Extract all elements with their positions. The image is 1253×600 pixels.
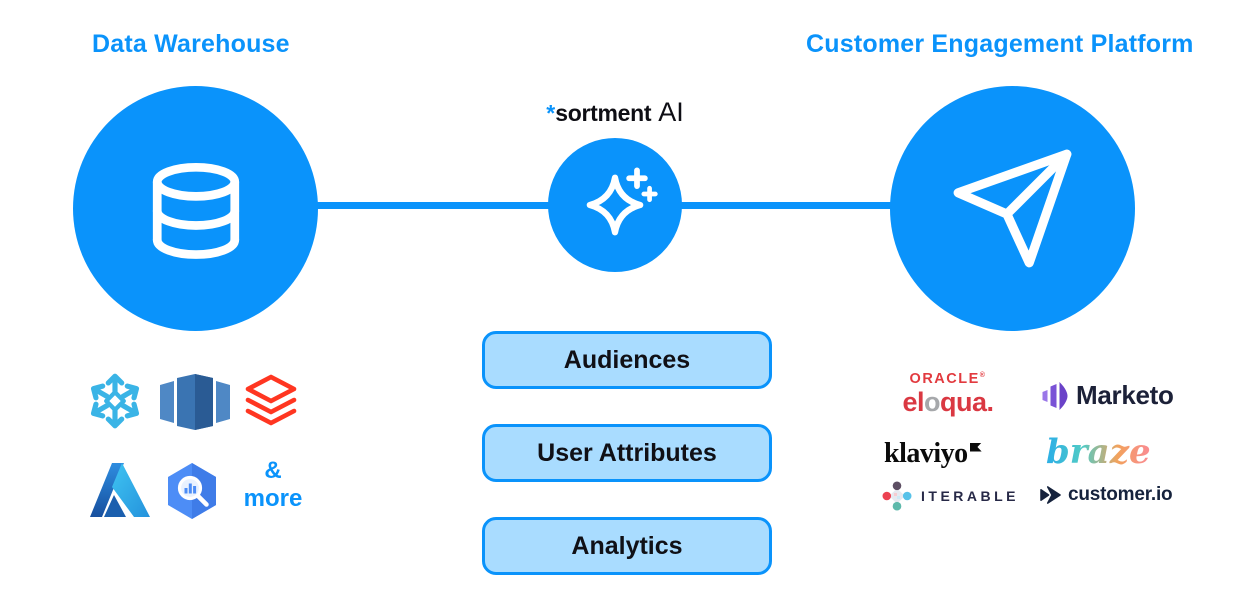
- oracle-eloqua-logo: ORACLE® eloqua.: [898, 372, 998, 416]
- marketo-logo: Marketo: [1042, 380, 1174, 411]
- klaviyo-logo: klaviyo: [884, 438, 982, 470]
- databricks-logo: [240, 372, 302, 430]
- engagement-platform-title: Customer Engagement Platform: [806, 30, 1194, 58]
- eloqua-wordmark: eloqua.: [898, 386, 998, 417]
- customerio-wordmark: customer.io: [1068, 484, 1173, 505]
- marketo-bars-icon: [1042, 381, 1068, 410]
- analytics-pill: Analytics: [482, 517, 772, 575]
- databricks-icon: [245, 374, 297, 426]
- azure-logo: [88, 460, 150, 520]
- paper-plane-icon: [953, 149, 1071, 267]
- braze-wordmark: braze: [1046, 432, 1151, 472]
- braze-logo: braze: [1046, 432, 1151, 472]
- oracle-text: ORACLE: [909, 371, 980, 387]
- eloqua-qua: qua.: [940, 386, 994, 417]
- brand-suffix: AI: [658, 97, 684, 127]
- and-more-label: & more: [236, 457, 310, 513]
- more-word: more: [243, 485, 303, 512]
- klaviyo-flag-icon: [969, 442, 982, 452]
- iterable-logo: ITERABLE: [882, 481, 1019, 511]
- customerio-chevrons-icon: [1040, 486, 1061, 504]
- redshift-logo: [157, 370, 233, 434]
- bigquery-icon: [168, 463, 216, 519]
- user-attributes-pill: User Attributes: [482, 424, 772, 482]
- audiences-pill: Audiences: [482, 331, 772, 389]
- engagement-platform-node: [890, 86, 1135, 331]
- marketo-wordmark: Marketo: [1076, 380, 1174, 410]
- redshift-icon: [160, 374, 230, 430]
- customerio-logo: customer.io: [1040, 484, 1173, 506]
- ai-sparkle-icon: [586, 167, 658, 236]
- iterable-wordmark: ITERABLE: [921, 488, 1019, 504]
- ampersand: &: [264, 457, 282, 484]
- eloqua-el: el: [902, 386, 924, 417]
- eloqua-o: o: [924, 386, 941, 417]
- database-icon: [152, 162, 239, 259]
- azure-icon: [90, 463, 150, 517]
- sortment-ai-node: [548, 138, 682, 272]
- klaviyo-wordmark: klaviyo: [884, 438, 968, 469]
- snowflake-icon: [90, 373, 140, 429]
- bigquery-logo: [162, 461, 222, 521]
- brand-asterisk: *: [546, 100, 556, 126]
- iterable-diamond-icon: [882, 481, 912, 511]
- brand-name: sortment: [555, 100, 652, 126]
- data-warehouse-title: Data Warehouse: [92, 30, 290, 58]
- oracle-mark: ®: [979, 372, 987, 380]
- data-warehouse-node: [73, 86, 318, 331]
- oracle-wordmark: ORACLE®: [898, 372, 998, 387]
- snowflake-logo: [84, 370, 146, 432]
